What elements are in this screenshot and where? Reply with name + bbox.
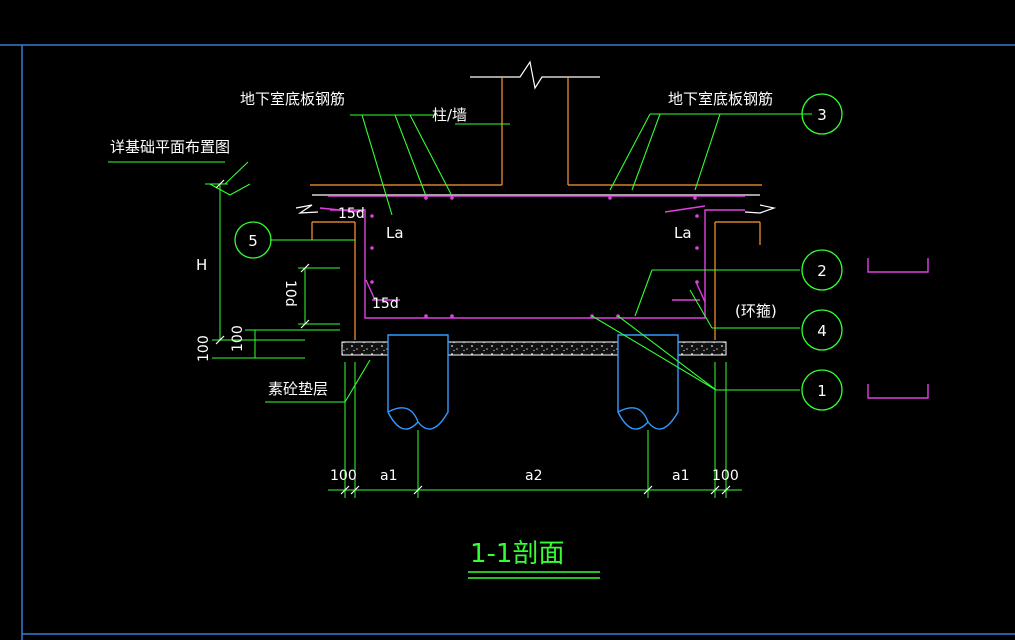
label-la-left: La	[386, 224, 404, 242]
label-column-wall: 柱/墙	[432, 106, 467, 124]
dim-a1-right: a1	[672, 468, 690, 484]
label-15d-bottom: 15d	[372, 296, 399, 312]
dimension-ticks	[215, 179, 731, 495]
callout-circle-5	[234, 221, 272, 259]
leader-lines	[108, 113, 812, 403]
label-slab-rebar-left: 地下室底板钢筋	[240, 90, 345, 108]
label-hoop: (环箍)	[735, 302, 777, 320]
dim-a1-left: a1	[380, 468, 398, 484]
title-underline	[468, 571, 600, 579]
callout-2: 2	[817, 262, 827, 280]
label-la-right: La	[674, 224, 692, 242]
label-see-plan: 详基础平面布置图	[110, 138, 230, 156]
label-height: H	[196, 256, 207, 274]
callout-5: 5	[248, 232, 258, 250]
label-100-a: 100	[230, 325, 246, 352]
callout-circle-3	[801, 93, 843, 135]
rebar-dots	[370, 196, 699, 318]
dim-a2: a2	[525, 468, 543, 484]
drawing-frame	[0, 44, 1015, 640]
callout-4: 4	[817, 322, 827, 340]
label-slab-rebar-right: 地下室底板钢筋	[668, 90, 773, 108]
rebar	[319, 195, 940, 410]
callout-circle-4	[801, 309, 843, 351]
dim-100-right: 100	[712, 468, 739, 484]
callout-circle-2	[801, 249, 843, 291]
dim-100-left: 100	[330, 468, 357, 484]
label-100-b: 100	[196, 335, 212, 362]
section-title: 1-1剖面	[470, 539, 564, 569]
callout-3: 3	[817, 106, 827, 124]
callout-circles	[234, 93, 843, 411]
label-blinding: 素砼垫层	[268, 380, 328, 398]
label-10d: 10d	[282, 280, 298, 307]
column-wall	[470, 60, 600, 185]
label-15d-top: 15d	[338, 206, 365, 222]
callout-circle-1	[801, 369, 843, 411]
callout-1: 1	[817, 382, 827, 400]
slab-outline	[295, 184, 777, 340]
